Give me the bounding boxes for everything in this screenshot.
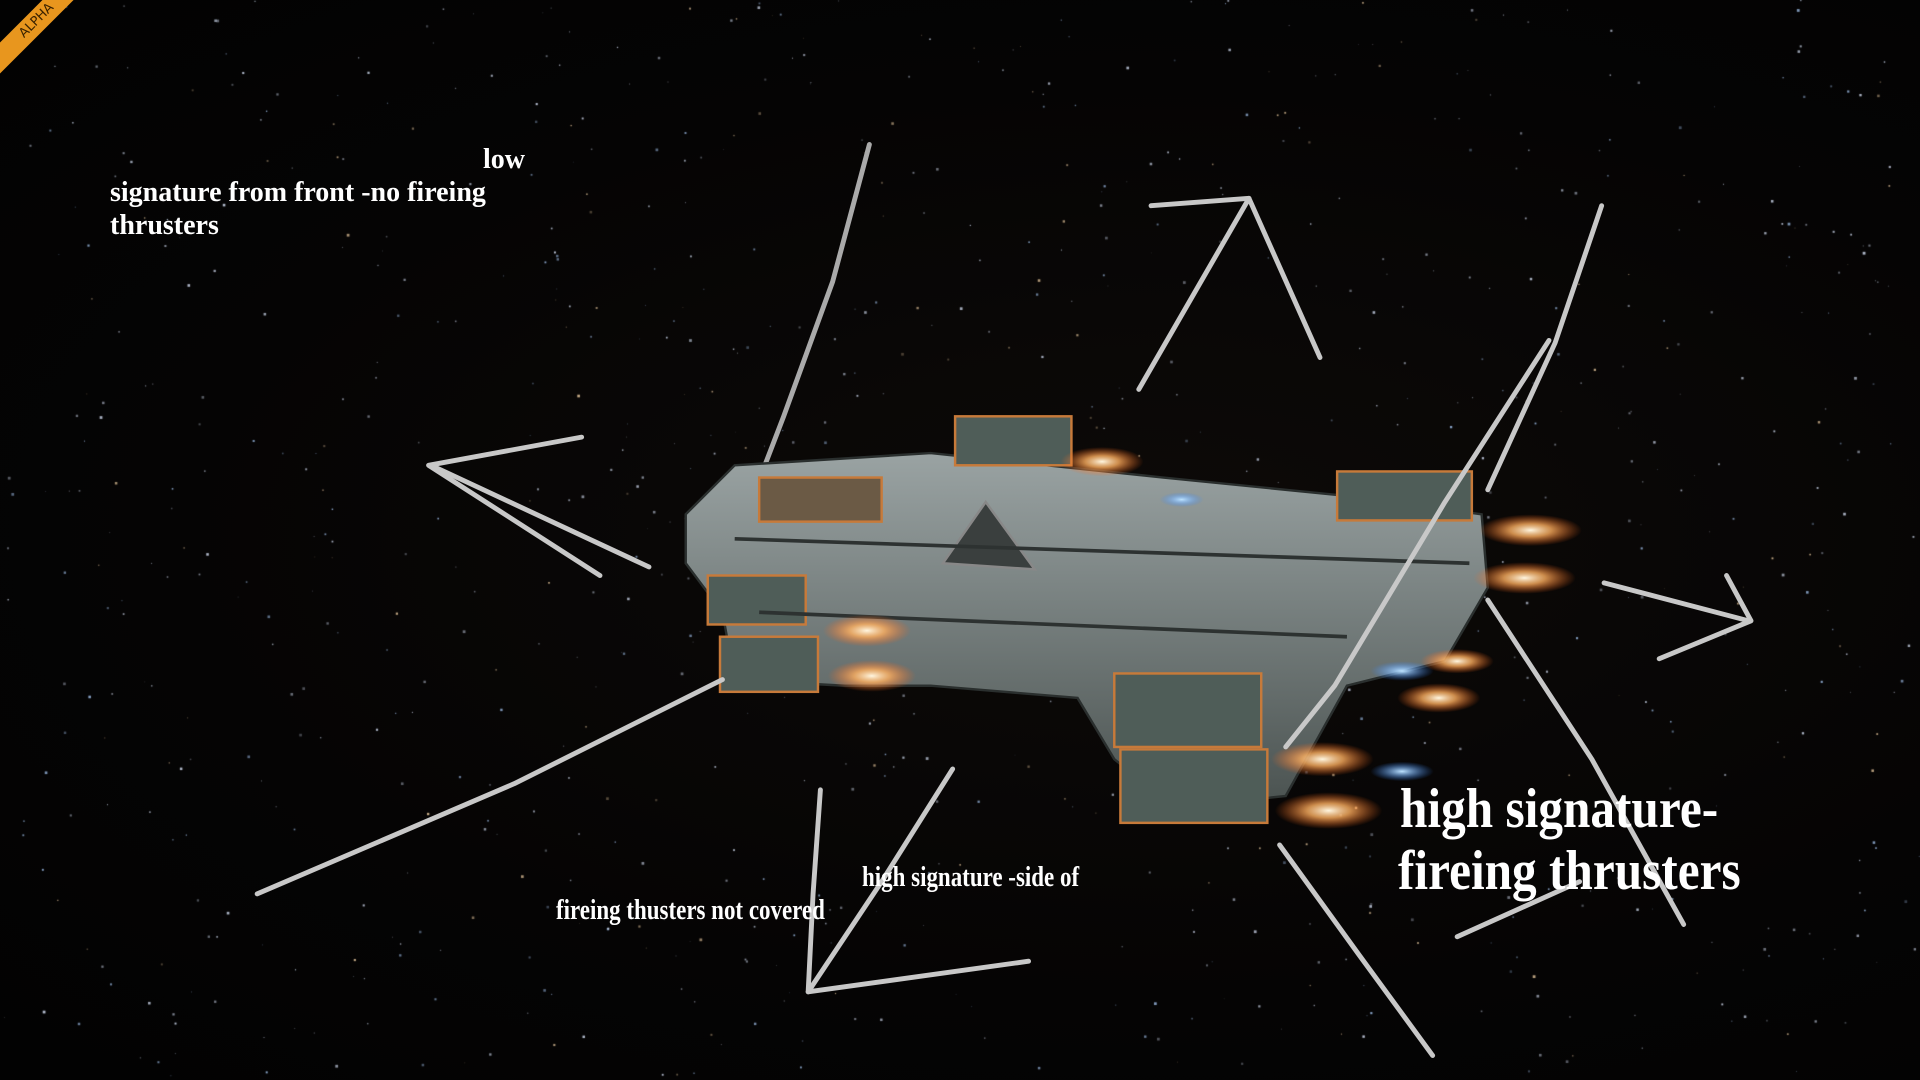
- arrow-stroke: [1283, 337, 1552, 750]
- annotation-side-line1: high signature -side of: [862, 862, 1080, 893]
- arrow-lower-left: [254, 677, 725, 897]
- annotation-front-line2: signature from front -no fireing: [110, 177, 486, 208]
- annotation-rear-line1: high signature-: [1400, 778, 1719, 840]
- arrow-top: [1136, 195, 1323, 392]
- arrow-lower-right: [1277, 842, 1436, 1058]
- annotation-front-line3: thrusters: [110, 210, 219, 241]
- drawn-arrows: [254, 195, 1754, 1058]
- thruster-flames: [822, 446, 1583, 829]
- arrow-stroke: [1485, 203, 1605, 493]
- arrow-right: [1601, 580, 1752, 624]
- arrow-down: [805, 787, 823, 995]
- spaceship: [684, 415, 1583, 829]
- annotation-front-line1: low: [483, 144, 525, 175]
- annotation-side-line2: fireing thusters not covered: [556, 895, 825, 926]
- annotation-rear-line2: fireing thrusters: [1398, 840, 1741, 902]
